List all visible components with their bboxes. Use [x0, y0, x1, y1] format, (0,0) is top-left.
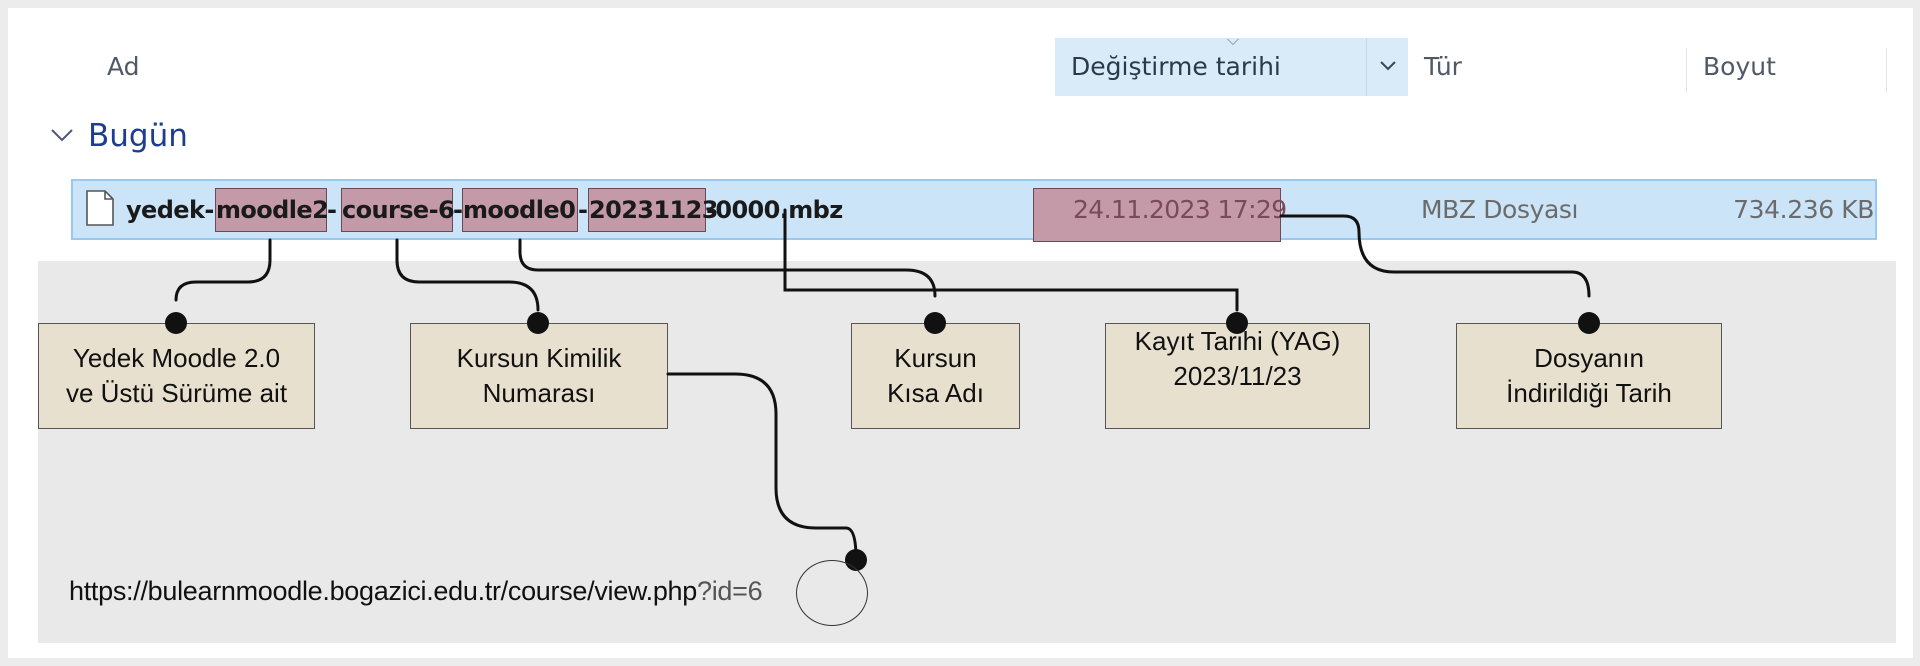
column-header-type[interactable]: Tür	[1424, 52, 1462, 81]
column-separator	[1886, 48, 1887, 92]
note-line: Numarası	[482, 378, 596, 408]
column-header-modified[interactable]: Değiştirme tarihi	[1071, 52, 1281, 81]
filename-shortname: moodle0	[463, 196, 576, 224]
connector-dot	[1578, 312, 1600, 334]
note-backup-date: Kayıt Tarihi (YAG) 2023/11/23	[1105, 323, 1370, 429]
filename-course-id: course-6	[342, 196, 455, 224]
connector-url	[666, 372, 858, 560]
column-header-modified-bg	[1055, 38, 1408, 96]
highlight-modified-date	[1033, 188, 1281, 242]
connector-dot	[165, 312, 187, 334]
connector-dot	[924, 312, 946, 334]
connector-dot	[527, 312, 549, 334]
group-toggle-chevron-icon[interactable]	[48, 123, 76, 151]
sort-indicator-icon: ⌵	[1226, 38, 1240, 49]
annotation-frame: Ad ⌵ Değiştirme tarihi Tür Boyut Bugün	[8, 8, 1913, 658]
filename-moodle-version: moodle2	[216, 196, 329, 224]
annotation-canvas: Ad ⌵ Değiştirme tarihi Tür Boyut Bugün	[38, 38, 1896, 643]
note-course-id: Kursun Kimilik Numarası	[410, 323, 668, 429]
note-moodle-version: Yedek Moodle 2.0 ve Üstü Sürüme ait	[38, 323, 315, 429]
file-type: MBZ Dosyası	[1421, 195, 1579, 224]
highlight-shortname	[462, 188, 578, 232]
group-label-today[interactable]: Bugün	[88, 118, 188, 154]
column-header-size[interactable]: Boyut	[1703, 52, 1776, 81]
note-line: Kısa Adı	[887, 378, 984, 408]
chevron-down-icon[interactable]	[1373, 52, 1403, 82]
note-line: Kursun	[894, 343, 977, 373]
connector-download-date	[1279, 214, 1591, 298]
filename-suffix: -0000.mbz	[706, 196, 843, 224]
connector-moodle-version	[174, 238, 272, 302]
note-line: İndirildiği Tarih	[1506, 378, 1672, 408]
file-modified-date: 24.11.2023 17:29	[1073, 195, 1287, 224]
connector-lines	[165, 208, 1600, 571]
connector-course-id	[395, 238, 540, 312]
course-url[interactable]: https://bulearnmoodle.bogazici.edu.tr/co…	[69, 576, 763, 607]
connector-shortname	[518, 238, 937, 298]
url-base: https://bulearnmoodle.bogazici.edu.tr/co…	[69, 576, 697, 606]
column-separator	[1686, 48, 1687, 92]
filename-separator: -	[327, 196, 337, 224]
highlight-course-id	[341, 188, 453, 232]
filename-prefix: yedek-	[126, 196, 214, 224]
note-download-date: Dosyanın İndirildiği Tarih	[1456, 323, 1722, 429]
url-query-id: ?id=6	[697, 576, 763, 606]
highlight-backup-date	[588, 188, 706, 232]
filename-separator: -	[453, 196, 463, 224]
note-shortname: Kursun Kısa Adı	[851, 323, 1020, 429]
note-line: Yedek Moodle 2.0	[72, 343, 281, 373]
file-explorer: Ad ⌵ Değiştirme tarihi Tür Boyut Bugün	[38, 38, 1896, 261]
note-line: Dosyanın	[1534, 343, 1644, 373]
connector-backup-date	[783, 208, 1239, 312]
note-line: 2023/11/23	[1173, 361, 1302, 391]
filename-date: 20231123	[589, 196, 718, 224]
file-size: 734.236 KB	[1733, 195, 1874, 224]
document-icon	[86, 190, 114, 226]
note-line: Kursun Kimilik	[456, 343, 622, 373]
highlight-moodle2	[215, 188, 327, 232]
column-header-name[interactable]: Ad	[107, 52, 140, 81]
column-separator	[1366, 38, 1367, 96]
connector-dot	[1226, 312, 1248, 334]
url-id-circle	[796, 560, 868, 626]
note-line: ve Üstü Sürüme ait	[65, 378, 288, 408]
filename-separator: -	[578, 196, 588, 224]
